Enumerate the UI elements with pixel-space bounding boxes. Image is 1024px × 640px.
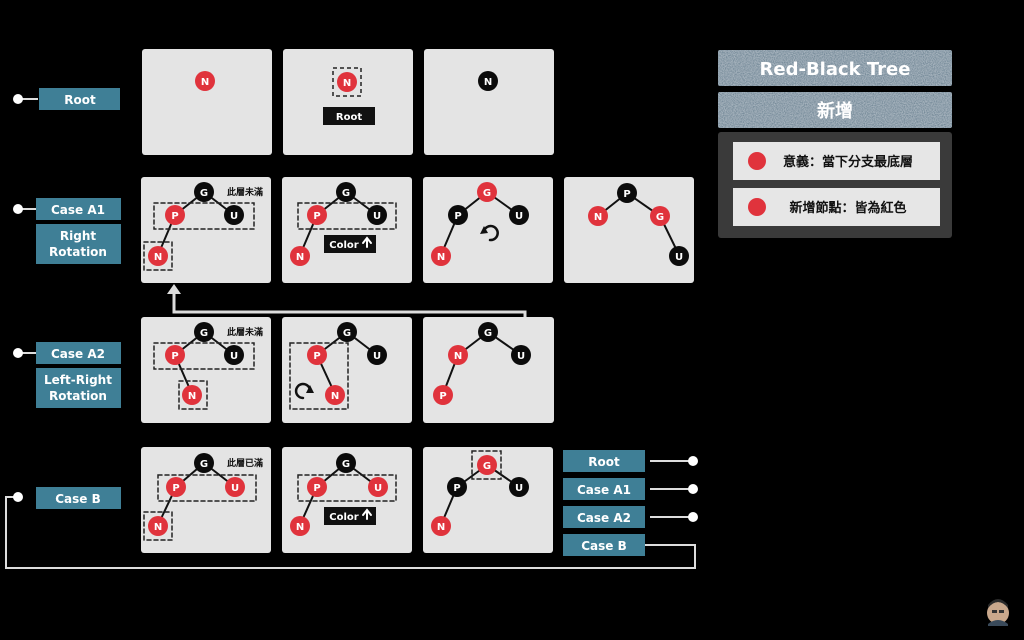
menu-case-a1-button[interactable] (563, 478, 645, 500)
menu-root-label: Root (588, 455, 620, 469)
case-label-a2[interactable]: Case A2 Left-Right Rotation (13, 342, 121, 408)
case-a2-text: Case A2 (51, 347, 105, 361)
case-a2-sub-2: Rotation (49, 389, 107, 403)
svg-text:U: U (517, 351, 525, 362)
legend-item-new-node: 新增節點：皆為紅色 (789, 200, 906, 216)
color-badge-text: Color (329, 512, 359, 523)
case-a2-sub-1: Left-Right (44, 373, 112, 387)
rotate-cw-icon (480, 224, 499, 242)
svg-text:P: P (623, 189, 630, 200)
subtitle-banner: 新增 (718, 92, 952, 128)
arrow-up-icon (362, 508, 372, 520)
note-full: 此層已滿 (227, 457, 263, 469)
svg-text:P: P (172, 483, 179, 494)
svg-text:G: G (484, 328, 492, 339)
svg-text:G: G (200, 459, 208, 470)
note-not-full: 此層未滿 (227, 186, 263, 198)
diagram-title: Red-Black Tree (760, 59, 911, 80)
svg-text:U: U (231, 483, 239, 494)
case-a1-text: Case A1 (51, 203, 105, 217)
legend-red-dot-icon (748, 198, 766, 216)
svg-text:N: N (484, 77, 492, 88)
diagram-subtitle: 新增 (817, 100, 853, 122)
svg-text:P: P (454, 211, 461, 222)
svg-text:G: G (342, 188, 350, 199)
rotate-ccw-icon (294, 382, 314, 400)
svg-text:N: N (154, 522, 162, 533)
case-label-b[interactable]: Case B (36, 487, 121, 509)
svg-text:U: U (374, 483, 382, 494)
svg-text:U: U (675, 252, 683, 263)
svg-text:N: N (296, 522, 304, 533)
presenter-avatar-icon (987, 599, 1009, 626)
svg-text:N: N (331, 391, 339, 402)
svg-text:U: U (373, 351, 381, 362)
svg-text:P: P (313, 483, 320, 494)
root-badge-text: Root (336, 112, 362, 123)
case-label-root[interactable]: Root (13, 88, 120, 110)
arrow-up-icon (362, 236, 372, 248)
menu-case-a2-label: Case A2 (577, 511, 631, 525)
svg-text:P: P (313, 211, 320, 222)
svg-text:P: P (439, 391, 446, 402)
svg-text:U: U (515, 483, 523, 494)
svg-text:N: N (454, 351, 462, 362)
svg-text:N: N (437, 252, 445, 263)
svg-text:N: N (201, 77, 209, 88)
title-banner: Red-Black Tree (718, 50, 952, 86)
svg-text:G: G (343, 328, 351, 339)
svg-text:G: G (483, 461, 491, 472)
svg-text:U: U (515, 211, 523, 222)
menu-case-a1-label: Case A1 (577, 483, 631, 497)
case-b-text: Case B (55, 492, 101, 506)
menu-case-b-label: Case B (581, 539, 627, 553)
arrow-up-icon (167, 284, 181, 294)
svg-text:G: G (483, 188, 491, 199)
svg-text:P: P (171, 351, 178, 362)
svg-text:G: G (200, 188, 208, 199)
color-badge-text: Color (329, 240, 359, 251)
svg-text:G: G (342, 459, 350, 470)
root-badge (323, 107, 375, 125)
svg-text:P: P (453, 483, 460, 494)
a2-to-a1-arrow (172, 292, 527, 318)
svg-text:P: P (313, 351, 320, 362)
note-not-full: 此層未滿 (227, 326, 263, 338)
svg-text:G: G (200, 328, 208, 339)
svg-text:G: G (656, 212, 664, 223)
svg-text:P: P (171, 211, 178, 222)
svg-text:N: N (343, 78, 351, 89)
case-b-connector-dot (13, 492, 23, 502)
right-menu: Root Case A1 Case A2 Case B (563, 450, 698, 556)
svg-text:N: N (594, 212, 602, 223)
svg-text:N: N (154, 252, 162, 263)
case-a1-sub-2: Rotation (49, 245, 107, 259)
svg-text:U: U (373, 211, 381, 222)
menu-case-b-button[interactable] (563, 534, 645, 556)
legend-red-dot-icon (748, 152, 766, 170)
svg-text:N: N (296, 252, 304, 263)
legend-item-meaning: 意義：當下分支最底層 (783, 154, 913, 170)
svg-text:N: N (437, 522, 445, 533)
case-label-a1[interactable]: Case A1 Right Rotation (13, 198, 121, 264)
case-b-loop-connector (5, 496, 696, 569)
row-case-a2: G P U N 此層未滿 G P U N G N U P (153, 322, 531, 410)
row-case-b: G P U N 此層已滿 G P U N Color G P U N (143, 450, 529, 541)
case-a1-sub-1: Right (60, 229, 96, 243)
color-badge (324, 507, 376, 525)
color-badge (324, 235, 376, 253)
legend-box: 意義：當下分支最底層 新增節點：皆為紅色 (718, 132, 952, 238)
case-root-text: Root (64, 93, 96, 107)
svg-text:N: N (188, 391, 196, 402)
svg-text:U: U (230, 351, 238, 362)
svg-text:U: U (230, 211, 238, 222)
menu-root-button[interactable] (563, 450, 645, 472)
row-root: N N Root N (195, 67, 498, 125)
row-case-a1: G P U N 此層未滿 G P U N Color G P U N P N (143, 182, 689, 271)
menu-case-a2-button[interactable] (563, 506, 645, 528)
